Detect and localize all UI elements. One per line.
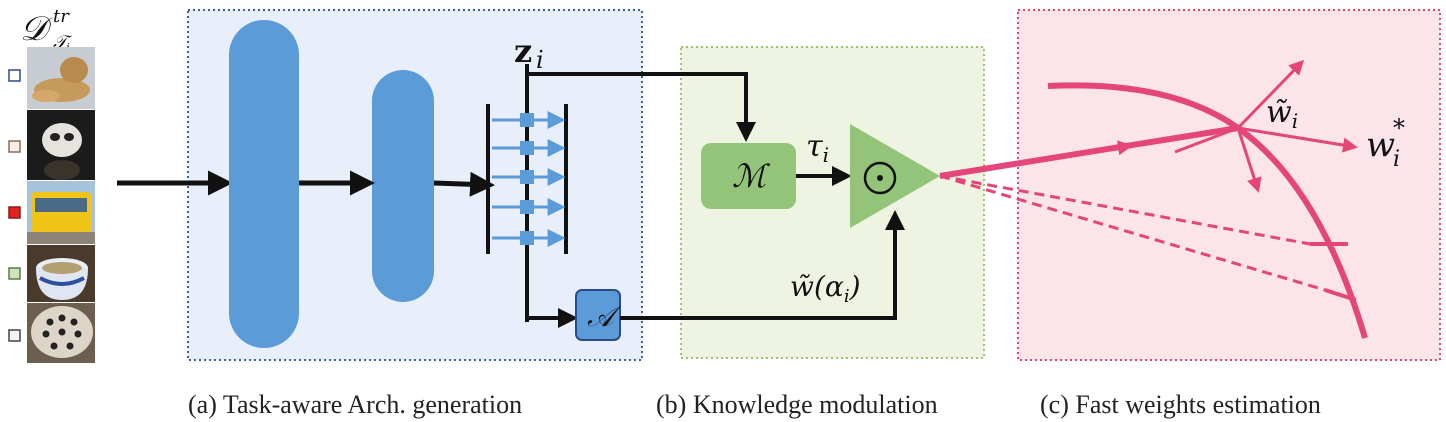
thumbnail-vase bbox=[27, 245, 95, 302]
svg-text:i: i bbox=[536, 46, 544, 74]
caption-b: (b) Knowledge modulation bbox=[656, 390, 938, 419]
cell-operations bbox=[492, 111, 566, 247]
fast-weights-panel bbox=[939, 59, 1368, 339]
class-marker-3 bbox=[8, 206, 21, 219]
arch-generator-block bbox=[575, 289, 621, 341]
svg-text:z: z bbox=[514, 32, 532, 70]
caption-c: (c) Fast weights estimation bbox=[1040, 390, 1321, 419]
svg-text:i: i bbox=[1393, 147, 1400, 172]
class-marker-5 bbox=[8, 329, 21, 342]
arrow-w-star bbox=[1237, 126, 1358, 153]
arrow-down bbox=[1236, 127, 1262, 193]
encoder-block-1 bbox=[229, 20, 299, 348]
svg-text:w̃i: w̃i bbox=[1266, 95, 1298, 133]
svg-text:w̃(αi): w̃(αi) bbox=[790, 270, 861, 307]
a-to-modulation-arrow bbox=[620, 210, 905, 320]
svg-text:τi: τi bbox=[806, 129, 829, 167]
class-marker-4 bbox=[8, 267, 21, 280]
arrow-w-tilde bbox=[1236, 59, 1305, 130]
caption-a: (a) Task-aware Arch. generation bbox=[188, 390, 522, 419]
thumbnail-bowl bbox=[27, 303, 95, 363]
hadamard-circle bbox=[863, 161, 897, 195]
svg-text:w: w bbox=[1366, 125, 1395, 165]
w-star-label: w * i bbox=[1366, 114, 1405, 172]
tau-label: τi bbox=[806, 129, 829, 167]
cell-to-a-arrow bbox=[525, 308, 578, 328]
panel-c-background bbox=[1017, 9, 1441, 361]
thumbnail-lion bbox=[27, 47, 95, 109]
cell-block bbox=[486, 64, 568, 322]
class-marker-1 bbox=[8, 69, 21, 82]
dataset-label-sup: tr bbox=[53, 6, 70, 27]
z-to-m-arrow bbox=[527, 72, 756, 142]
dashed-path-2 bbox=[939, 174, 1326, 292]
thumbnail-ferret bbox=[27, 110, 95, 180]
dataset-label-base: 𝒟 bbox=[20, 9, 53, 49]
svg-text:*: * bbox=[1393, 114, 1405, 142]
class-markers bbox=[8, 69, 21, 342]
modulation-network-label: ℳ bbox=[732, 157, 771, 195]
modulation-network-block bbox=[701, 143, 796, 209]
hadamard-dot bbox=[877, 175, 883, 181]
main-weight-path bbox=[939, 125, 1239, 179]
z-label: z i bbox=[514, 32, 544, 74]
image-thumbnails bbox=[27, 47, 95, 363]
thumbnail-bus bbox=[27, 181, 95, 244]
dashed-path-1 bbox=[939, 174, 1311, 246]
class-marker-2 bbox=[8, 140, 21, 153]
arrow-left bbox=[1174, 126, 1239, 154]
encoder-block-2 bbox=[372, 70, 434, 302]
encoder-arrow-2 bbox=[433, 171, 495, 197]
w-alpha-label: w̃(αi) bbox=[790, 270, 861, 307]
w-tilde-label: w̃i bbox=[1266, 95, 1298, 133]
